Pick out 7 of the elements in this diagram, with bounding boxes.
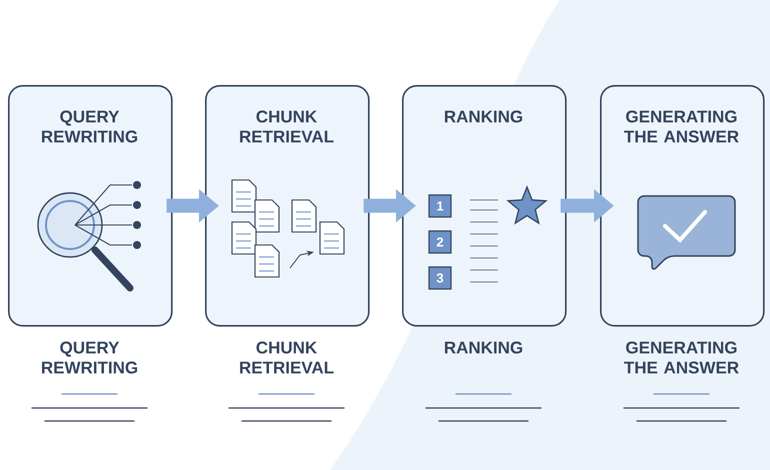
rank-number: 3 xyxy=(428,266,452,290)
rank-number: 1 xyxy=(428,194,452,218)
rank-number: 2 xyxy=(428,230,452,254)
step-caption: QUERY REWRITING xyxy=(42,342,138,374)
step-caption: RANKING xyxy=(444,342,522,354)
step-caption: CHUNK RETRIEVAL xyxy=(240,342,334,374)
step-caption: GENERATING THE ANSWER xyxy=(624,342,739,374)
